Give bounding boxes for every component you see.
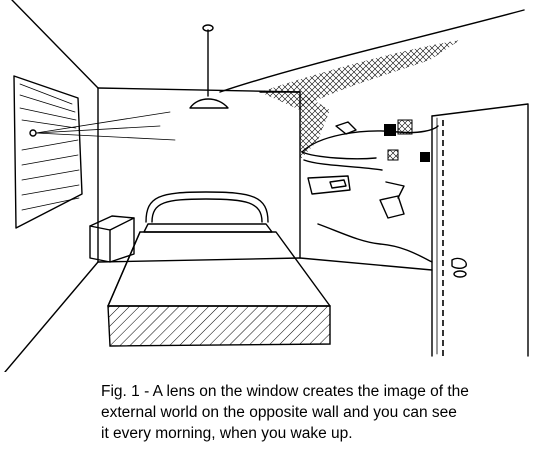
window-with-lens [13,75,176,229]
bed [107,191,331,347]
ceiling-shadow [260,40,460,160]
nightstand [89,215,135,263]
room-walls [4,0,525,372]
ceiling-lamp [189,24,229,109]
door [431,103,529,360]
bedroom-camera-obscura-sketch [4,0,529,372]
figure-caption: Fig. 1 - A lens on the window creates th… [101,383,469,442]
projected-outdoor-image [301,119,439,263]
